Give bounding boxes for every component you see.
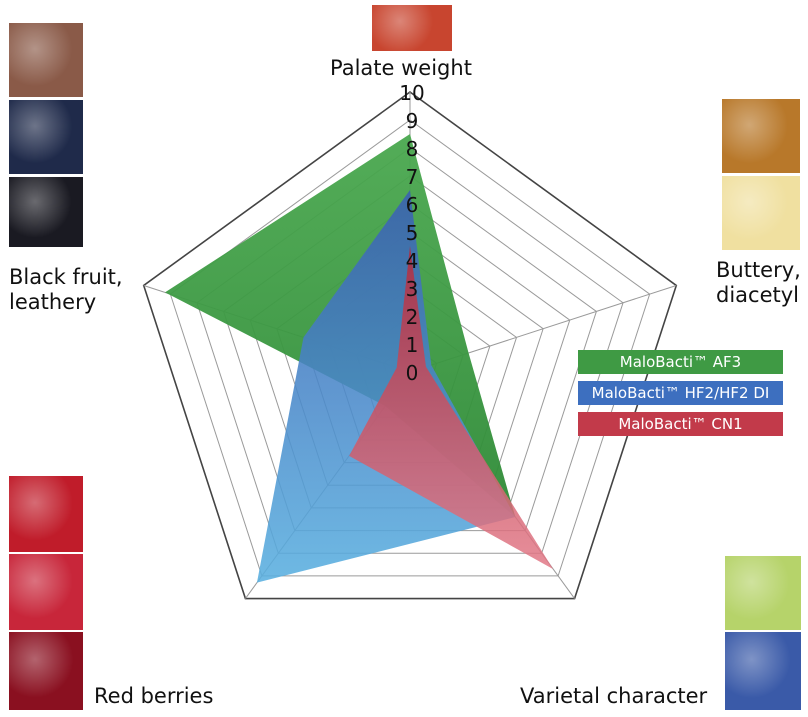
tick-label-10: 10 bbox=[399, 81, 424, 105]
series-area-2 bbox=[349, 246, 554, 570]
tick-label-2: 2 bbox=[406, 305, 419, 329]
axis-label-palate-weight: Palate weight bbox=[330, 56, 472, 80]
chart-legend: MaloBacti™ AF3 MaloBacti™ HF2/HF2 DI Mal… bbox=[578, 350, 783, 443]
blackberry-photo bbox=[9, 177, 83, 247]
axis-label-red-berries: Red berries bbox=[94, 684, 214, 708]
tick-label-4: 4 bbox=[406, 249, 419, 273]
tick-label-8: 8 bbox=[406, 137, 419, 161]
raspberry-photo bbox=[9, 554, 83, 630]
radar-series bbox=[165, 134, 554, 583]
tick-label-9: 9 bbox=[406, 109, 419, 133]
tick-label-1: 1 bbox=[406, 333, 419, 357]
legend-item-cn1: MaloBacti™ CN1 bbox=[578, 412, 783, 436]
caramel-photo bbox=[722, 99, 800, 173]
axis-label-buttery-text: Buttery,diacetyl bbox=[716, 258, 801, 307]
redcurrant-photo bbox=[9, 476, 83, 552]
blackcurrant-photo bbox=[9, 100, 83, 174]
axis-label-varietal-character: Varietal character bbox=[520, 684, 708, 708]
tick-label-0: 0 bbox=[406, 361, 419, 385]
axis-label-black-fruit-leathery: Black fruit,leathery bbox=[9, 265, 129, 315]
axis-label-buttery-diacetyl: Buttery,diacetyl bbox=[716, 258, 801, 308]
lips-photo bbox=[372, 5, 452, 51]
blueberry-photo bbox=[725, 632, 801, 710]
tick-label-7: 7 bbox=[406, 165, 419, 189]
tick-label-6: 6 bbox=[406, 193, 419, 217]
tick-label-3: 3 bbox=[406, 277, 419, 301]
tick-label-5: 5 bbox=[406, 221, 419, 245]
cherry-photo bbox=[9, 632, 83, 710]
butter-photo bbox=[722, 176, 800, 250]
legend-item-hf2: MaloBacti™ HF2/HF2 DI bbox=[578, 381, 783, 405]
legend-item-af3: MaloBacti™ AF3 bbox=[578, 350, 783, 374]
grapes-photo bbox=[725, 556, 801, 630]
axis-label-black-fruit-text: Black fruit,leathery bbox=[9, 265, 123, 314]
leather-photo bbox=[9, 23, 83, 97]
grid-ring-10 bbox=[142, 91, 678, 600]
radar-ticks: 0 1 2 3 4 5 6 7 8 9 10 bbox=[399, 81, 424, 385]
